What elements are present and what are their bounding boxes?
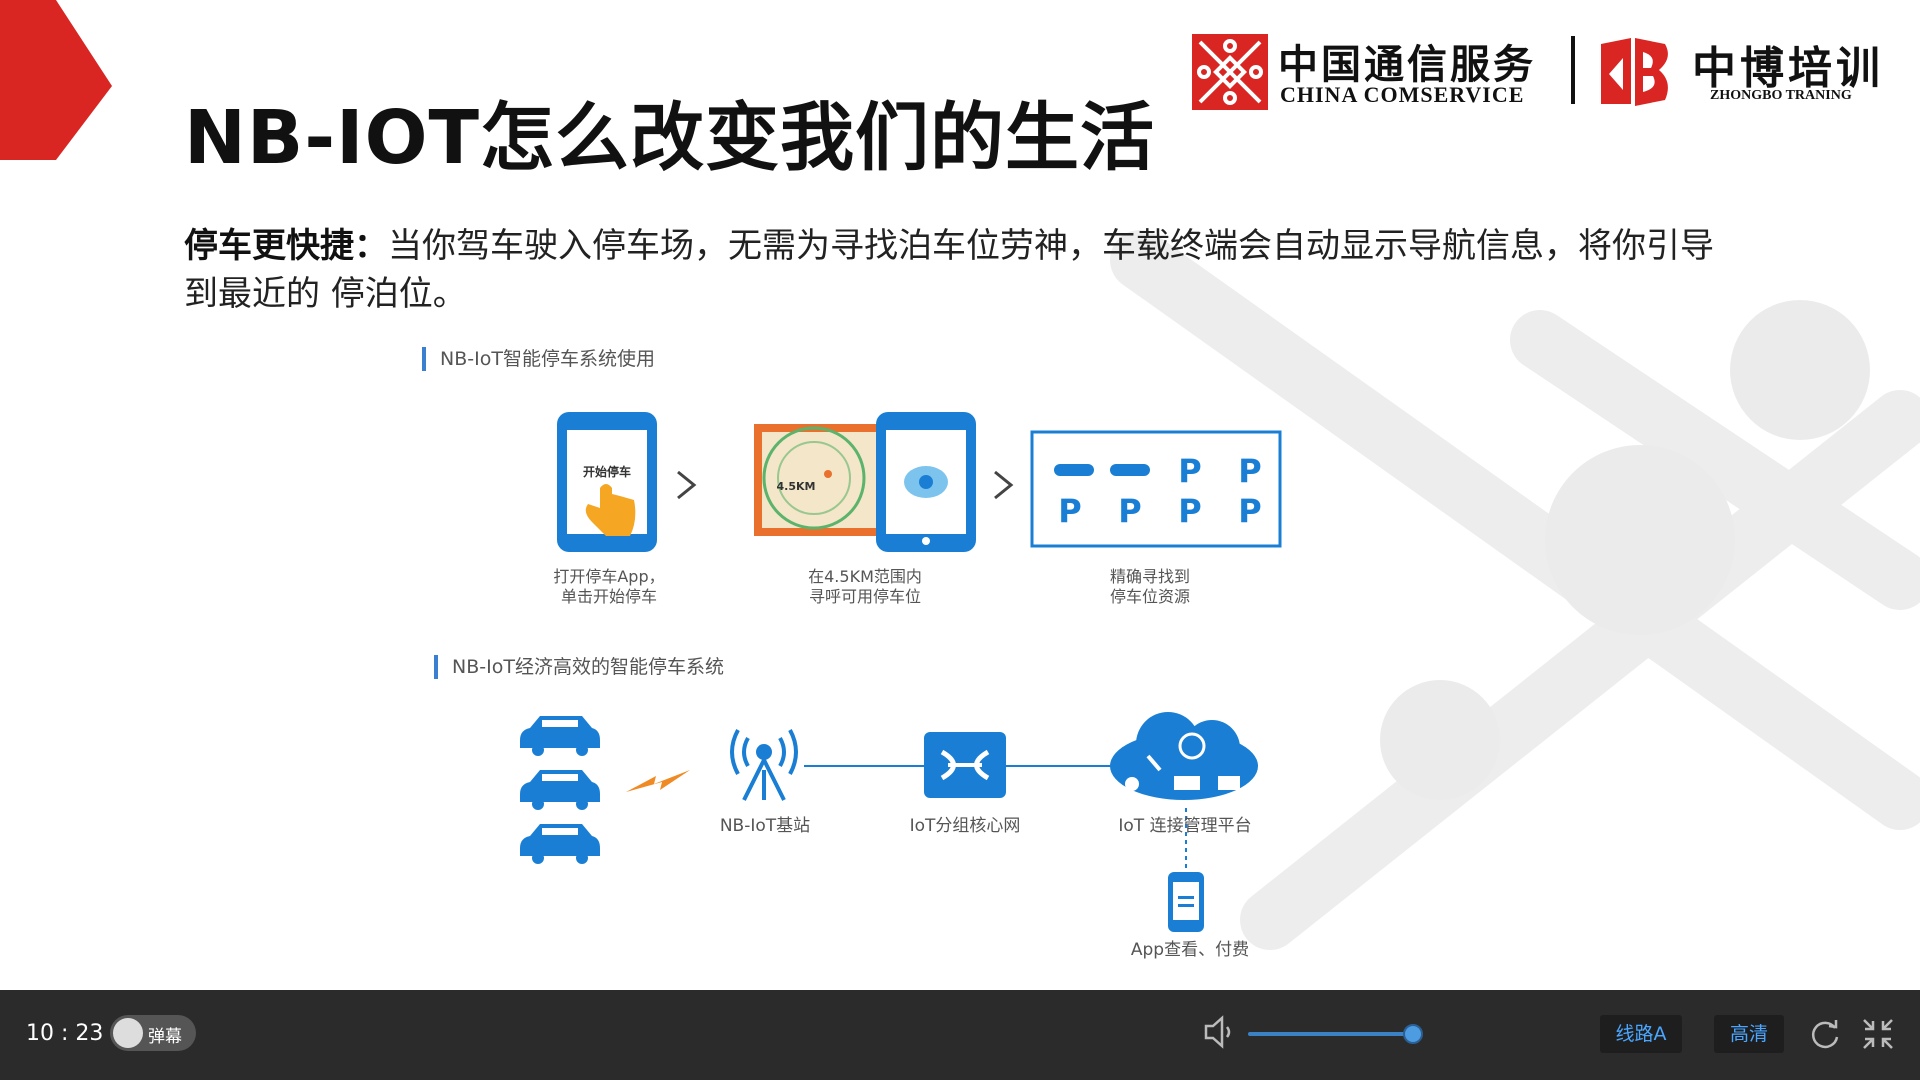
danmu-toggle[interactable]: 弹幕 [110,1015,196,1051]
quality-button[interactable]: 高清 [1714,1015,1784,1053]
slide-title: NB-IOT怎么改变我们的生活 [184,95,1155,181]
car-icon-2 [520,770,600,810]
playback-time: 10 : 23 [26,1021,104,1046]
chevron-right-icon [677,470,697,500]
zhongbo-cn: 中博培训 [1692,43,1884,94]
parking-p-3: P [1058,492,1081,530]
base-station-icon [730,729,798,801]
line-select-button[interactable]: 线路A [1600,1015,1682,1053]
section1-label: NB-IoT智能停车系统使用 [422,347,655,371]
volume-icon[interactable] [1202,1012,1236,1052]
header-logos: 中国通信服务 CHINA COMSERVICE 中博培训 ZHONGBO TRA… [1190,30,1890,115]
car-icons [520,716,600,864]
paragraph-body: 当你驾车驶入停车场，无需为寻找泊车位劳神，车载终端会自动显示导航信息，将你引导到… [184,226,1714,314]
china-comservice-logo-icon [1192,34,1268,110]
china-comservice-en: CHINA COMSERVICE [1280,82,1525,107]
step1-line1: 打开停车App， [553,567,665,586]
volume-slider-handle[interactable] [1403,1024,1423,1044]
section2-label: NB-IoT经济高效的智能停车系统 [434,655,724,679]
video-player-bar: 10 : 23 弹幕 线路A 高清 [0,990,1920,1080]
paragraph-heading: 停车更快捷 [184,226,354,266]
refresh-icon[interactable] [1808,1016,1842,1052]
cloud-platform-icon [1110,712,1258,800]
chevron-right-icon-2 [994,470,1014,500]
slide-canvas: NB-IOT怎么改变我们的生活 中国通信服务 CHINA COMSERVICE … [0,0,1920,960]
mobile-app-icon [1168,872,1204,932]
platform-label: IoT 连接管理平台 [1118,816,1252,836]
parking-p-4: P [1118,492,1141,530]
phone-screen-text: 开始停车 [583,464,631,479]
core-network-icon [924,732,1006,798]
zhongbo-logo-icon [1601,38,1668,106]
logo-divider [1571,36,1575,104]
phone-start-icon [557,412,657,552]
base-station-label: NB-IoT基站 [719,816,811,836]
watermark-graphic [1110,230,1920,950]
volume-slider-track[interactable] [1248,1032,1414,1036]
step3-line2: 停车位资源 [1109,587,1190,606]
zhongbo-en: ZHONGBO TRANING [1710,88,1852,103]
parking-p-1: P [1178,452,1201,490]
danmu-toggle-knob [113,1018,143,1048]
car-icon-3 [520,824,600,864]
map-distance-text: 4.5KM [777,480,816,493]
app-label: App查看、付费 [1130,940,1250,960]
step2-line1: 在4.5KM范围内 [808,567,922,586]
step3-line1: 精确寻找到 [1109,567,1190,586]
map-search-icon [754,412,976,552]
exit-fullscreen-icon[interactable] [1860,1016,1896,1052]
step1-caption: 打开停车App， 单击开始停车 [529,567,689,607]
parking-spots-icon [1030,430,1282,548]
core-network-label: IoT分组核心网 [909,816,1021,836]
step2-caption: 在4.5KM范围内 寻呼可用停车位 [780,567,950,607]
parking-p-6: P [1238,492,1261,530]
danmu-label: 弹幕 [148,1027,182,1047]
paragraph-colon: ： [354,226,388,266]
intro-paragraph: 停车更快捷：当你驾车驶入停车场，无需为寻找泊车位劳神，车载终端会自动显示导航信息… [184,222,1744,318]
red-corner-decoration [0,0,112,160]
step2-line2: 寻呼可用停车位 [808,587,921,606]
china-comservice-cn: 中国通信服务 [1278,41,1536,88]
step3-caption: 精确寻找到 停车位资源 [1080,567,1220,607]
parking-usage-diagram: 开始停车 4.5KM P P P P P P [557,412,1282,552]
step1-line2: 单击开始停车 [560,587,657,606]
parking-p-2: P [1238,452,1261,490]
car-icon-1 [520,716,600,756]
signal-lightning-icon [626,770,690,792]
parking-system-diagram [520,712,1258,932]
parking-p-5: P [1178,492,1201,530]
